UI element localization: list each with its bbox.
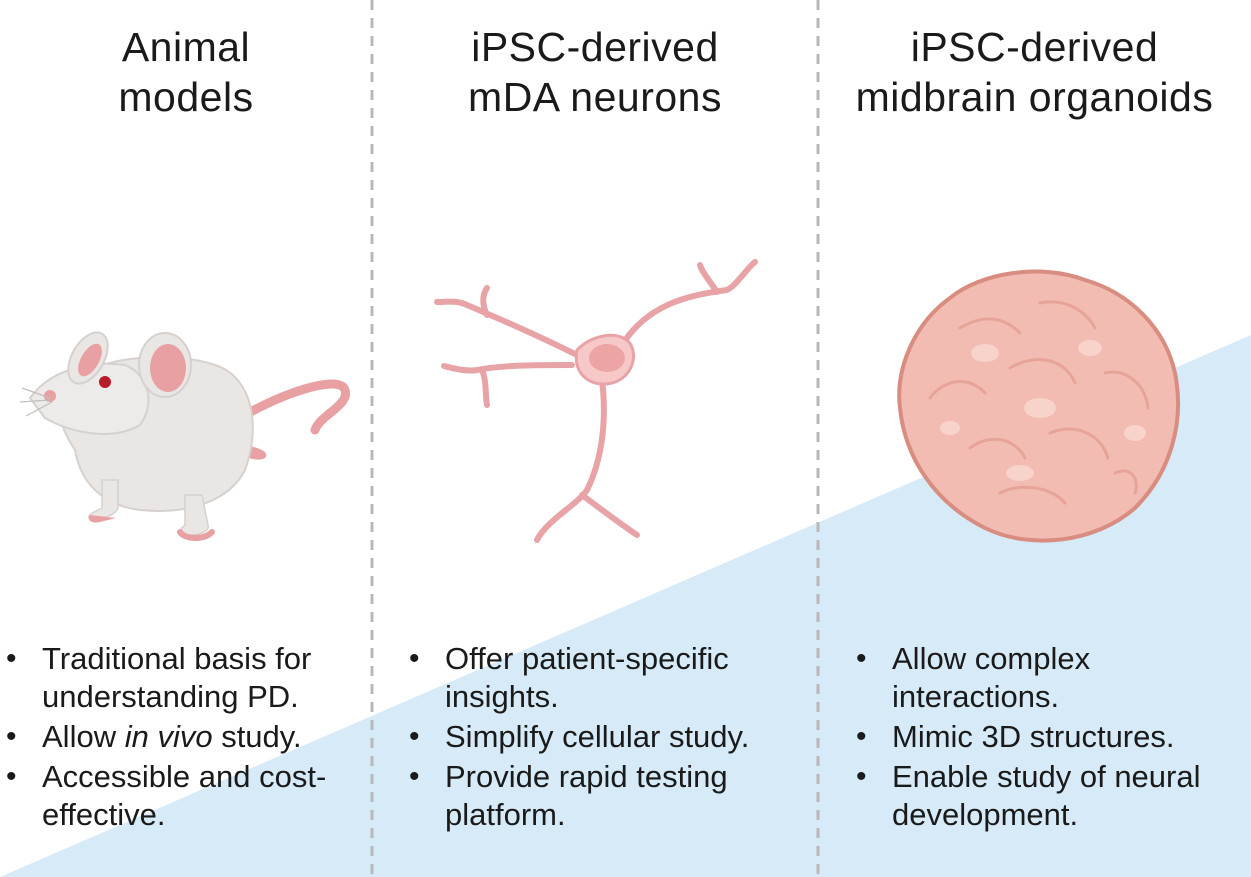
bullet-item: Enable study of neural development. <box>854 758 1249 834</box>
bullet-item: Allow complex interactions. <box>854 640 1249 716</box>
bullet-item: Accessible and cost-effective. <box>4 758 364 834</box>
neuron-illustration <box>434 259 758 543</box>
column-title: iPSC-derived midbrain organoids <box>818 22 1251 122</box>
column-title: iPSC-derived mDA neurons <box>372 22 818 122</box>
organoid-illustration <box>897 269 1180 543</box>
bullet-text: study. <box>212 719 302 754</box>
column-title-line-2: midbrain organoids <box>855 74 1214 120</box>
bullet-item: Simplify cellular study. <box>407 718 812 756</box>
column-ipsc-neurons: iPSC-derived mDA neurons Offer patient-s… <box>372 0 818 877</box>
bullet-text: Traditional basis for understanding PD. <box>42 641 312 714</box>
bullet-text: Provide rapid testing platform. <box>445 759 728 832</box>
bullet-list: Traditional basis for understanding PD. A… <box>4 640 364 836</box>
column-animal-models: Animal models Traditional basis for unde… <box>0 0 372 877</box>
column-title-line-1: iPSC-derived <box>910 24 1159 70</box>
bullet-text: Allow complex interactions. <box>892 641 1091 714</box>
column-title-line-2: models <box>118 74 254 120</box>
column-title: Animal models <box>0 22 372 122</box>
bullet-text: Mimic 3D structures. <box>892 719 1175 754</box>
bullet-list: Offer patient-specific insights. Simplify… <box>407 640 812 836</box>
bullet-item: Provide rapid testing platform. <box>407 758 812 834</box>
bullet-item: Offer patient-specific insights. <box>407 640 812 716</box>
column-title-line-1: iPSC-derived <box>471 24 719 70</box>
bullet-text: Enable study of neural development. <box>892 759 1201 832</box>
bullet-item: Mimic 3D structures. <box>854 718 1249 756</box>
column-title-line-1: Animal <box>121 24 251 70</box>
bullet-item: Traditional basis for understanding PD. <box>4 640 364 716</box>
column-midbrain-organoids: iPSC-derived midbrain organoids Allow co… <box>818 0 1251 877</box>
bullet-text: Offer patient-specific insights. <box>445 641 729 714</box>
column-title-line-2: mDA neurons <box>468 74 722 120</box>
bullet-text: Allow <box>42 719 125 754</box>
bullet-item: Allow in vivo study. <box>4 718 364 756</box>
mouse-illustration <box>20 331 350 541</box>
bullet-list: Allow complex interactions. Mimic 3D stru… <box>854 640 1249 836</box>
bullet-text-italic: in vivo <box>124 719 213 754</box>
bullet-text: Simplify cellular study. <box>445 719 750 754</box>
bullet-text: Accessible and cost-effective. <box>42 759 327 832</box>
